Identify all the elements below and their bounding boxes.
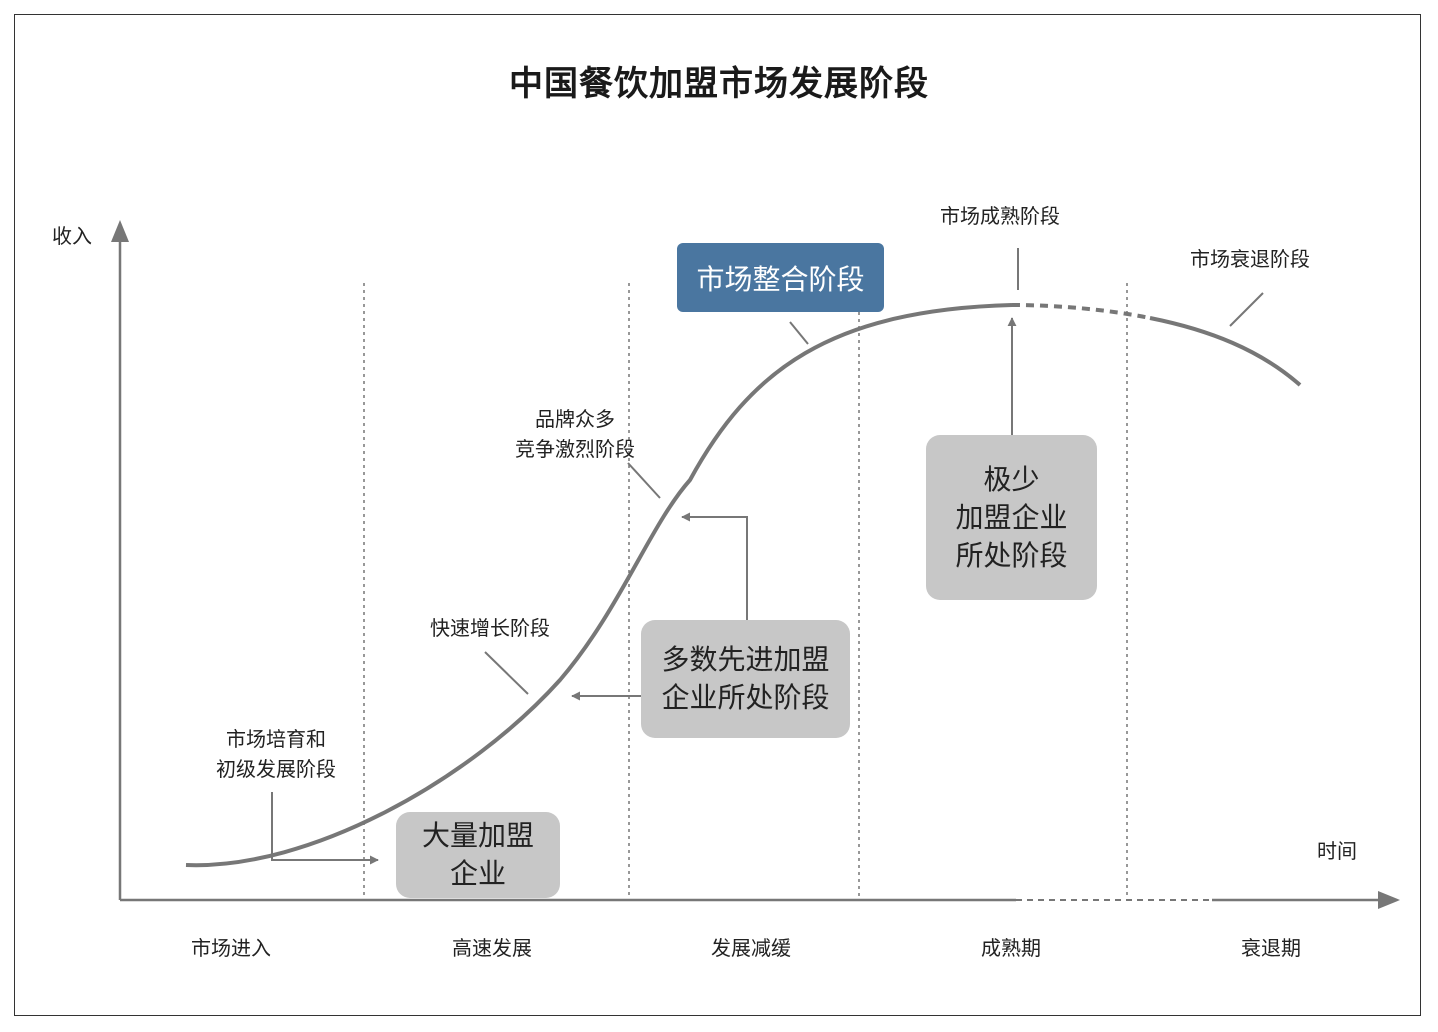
leader-competition: [627, 462, 661, 499]
stage-label-incubation: 市场培育和 初级发展阶段: [216, 727, 336, 781]
arrow-incubation: [271, 792, 379, 865]
box-advanced-franchises: 多数先进加盟 企业所处阶段: [641, 620, 850, 738]
leader-integration: [789, 321, 809, 345]
leader-rapid-growth: [484, 651, 529, 695]
growth-curve: [185, 303, 1013, 868]
period-label-slowdown: 发展减缓: [711, 936, 791, 960]
decline-curve: [1149, 316, 1302, 387]
period-label-decline: 衰退期: [1241, 936, 1301, 960]
period-label-entry: 市场进入: [191, 936, 271, 960]
box-few-franchises: 极少 加盟企业 所处阶段: [926, 435, 1097, 600]
stage-label-decline: 市场衰退阶段: [1190, 247, 1310, 271]
y-axis-label: 收入: [52, 224, 92, 248]
leader-decline: [1229, 292, 1264, 327]
diagram-title: 中国餐饮加盟市场发展阶段: [509, 64, 929, 104]
stage-label-rapid-growth: 快速增长阶段: [430, 616, 550, 640]
stage-label-competition: 品牌众多 竞争激烈阶段: [515, 407, 635, 461]
diagram-frame: [14, 14, 1421, 1016]
box-many-franchises: 大量加盟 企业: [396, 812, 560, 898]
arrow-advanced-up: [681, 512, 748, 620]
stage-label-mature: 市场成熟阶段: [940, 204, 1060, 228]
x-axis-arrow: [1378, 891, 1400, 909]
growth-curve-dashed: [1011, 303, 1151, 320]
y-axis-arrow: [111, 220, 129, 242]
box-integration-stage: 市场整合阶段: [677, 243, 884, 312]
period-label-mature: 成熟期: [981, 936, 1041, 960]
x-axis-label: 时间: [1317, 839, 1357, 863]
period-label-rapid: 高速发展: [452, 936, 532, 960]
